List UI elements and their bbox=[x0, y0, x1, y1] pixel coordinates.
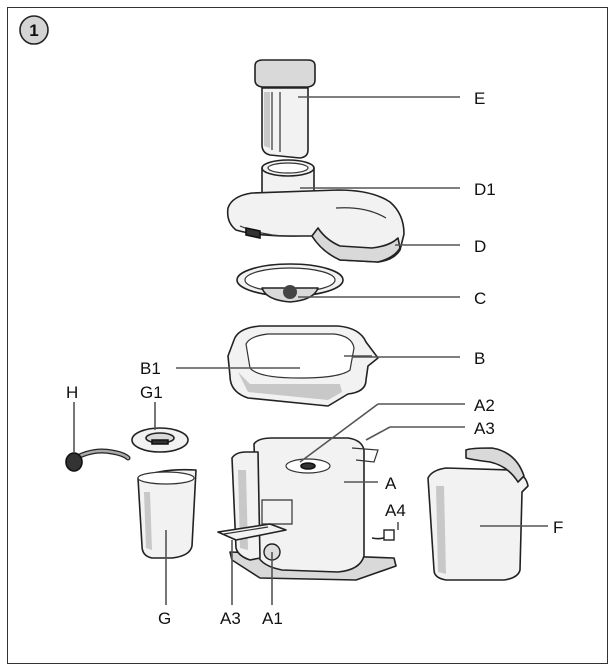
figure-number-badge: 1 bbox=[19, 15, 49, 45]
label-a3-top: A3 bbox=[474, 419, 495, 438]
label-g: G bbox=[158, 609, 171, 628]
part-a-motor-base bbox=[217, 437, 397, 581]
label-a3-bottom: A3 bbox=[220, 609, 241, 628]
part-g1-jug-lid bbox=[131, 427, 189, 453]
label-a2: A2 bbox=[474, 396, 495, 415]
part-h-cleaning-brush bbox=[65, 448, 131, 472]
label-a1: A1 bbox=[262, 609, 283, 628]
part-b-juice-collector bbox=[227, 325, 379, 407]
figure-number: 1 bbox=[29, 21, 38, 40]
label-d1: D1 bbox=[474, 180, 496, 199]
label-b1: B1 bbox=[140, 359, 161, 378]
part-d-lid bbox=[226, 189, 405, 263]
label-b: B bbox=[474, 349, 485, 368]
part-labels: E D1 D C B B1 H G1 A2 A3 A A4 F G A3 A1 bbox=[66, 89, 563, 628]
part-e-pusher bbox=[254, 59, 316, 159]
label-d: D bbox=[474, 237, 486, 256]
label-f: F bbox=[553, 518, 563, 537]
label-a: A bbox=[385, 474, 397, 493]
label-c: C bbox=[474, 289, 486, 308]
label-a4: A4 bbox=[385, 501, 406, 520]
label-e: E bbox=[474, 89, 485, 108]
part-c-filter-basket bbox=[236, 263, 344, 303]
part-g-juice-jug bbox=[137, 468, 197, 559]
leader-lines bbox=[73, 96, 548, 605]
label-g1: G1 bbox=[140, 383, 163, 402]
part-f-pulp-container bbox=[427, 447, 529, 581]
label-h: H bbox=[66, 383, 78, 402]
